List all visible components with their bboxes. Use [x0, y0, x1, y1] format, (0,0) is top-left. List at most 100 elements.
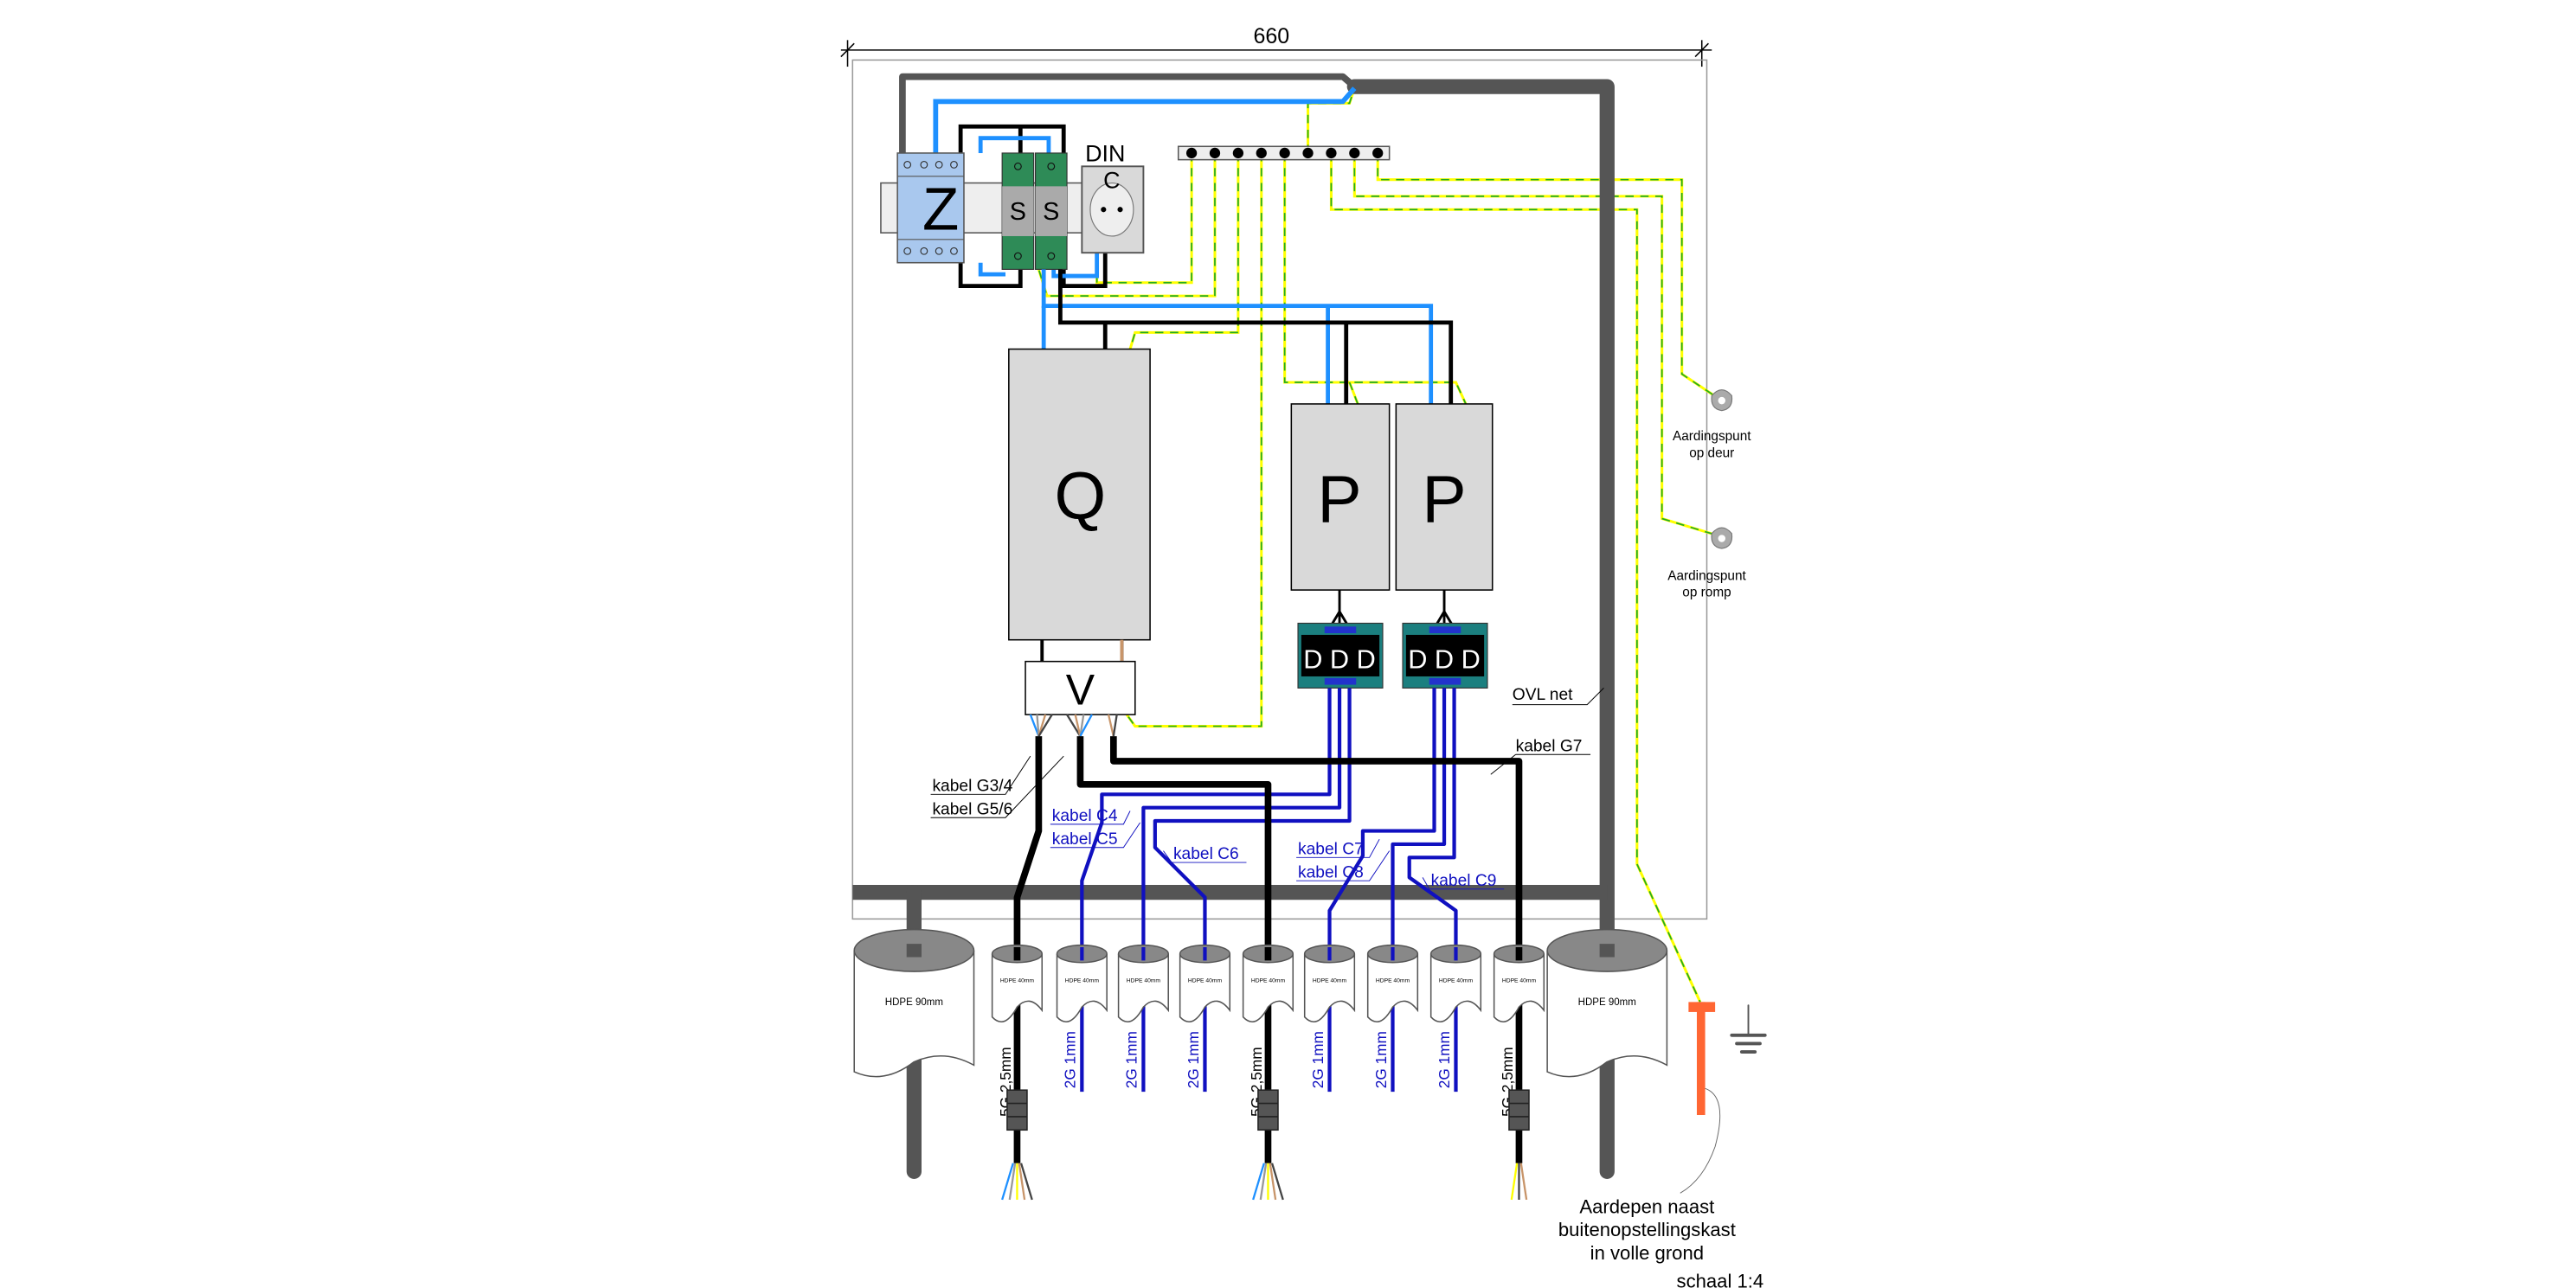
grounding-point-hull-icon	[1711, 527, 1733, 549]
dmodule-2-d2: D	[1435, 644, 1454, 674]
duct-label: HDPE 40mm	[1065, 978, 1100, 984]
label-kabel-c7: kabel C7	[1298, 840, 1364, 858]
cable-connector	[1508, 1089, 1530, 1201]
duct-label: HDPE 90mm	[1578, 997, 1636, 1008]
cable-connector	[1001, 1089, 1033, 1201]
dimension-line	[840, 40, 1712, 67]
earth-wire	[1125, 152, 1263, 728]
label-kabel-g7: kabel G7	[1516, 737, 1583, 755]
conductor	[1019, 1163, 1033, 1201]
label-grounding-door-1: Aardingspunt	[1673, 429, 1751, 444]
dmodule-1-d2: D	[1330, 644, 1349, 674]
cable-c7	[1327, 688, 1436, 1093]
cable-size-label: 2G 1mm	[1372, 1031, 1390, 1088]
conductor	[1269, 1163, 1277, 1201]
bus-terminal	[1232, 147, 1244, 159]
controller-q: Q	[1008, 348, 1151, 641]
power-supply-p1: P	[1290, 403, 1391, 591]
earth-bus-bar	[1177, 145, 1391, 161]
duct-label: HDPE 40mm	[1251, 978, 1286, 984]
conductor	[1001, 1163, 1014, 1201]
cable-size-label: 2G 1mm	[1309, 1031, 1327, 1088]
earth-wire	[1329, 152, 1702, 1003]
duct-label: HDPE 40mm	[1127, 978, 1161, 984]
conductor	[1510, 1163, 1519, 1201]
cable-size-label: 2G 1mm	[1062, 1031, 1079, 1088]
bus-terminal	[1326, 147, 1337, 159]
dimension-width-label: 660	[1253, 24, 1289, 48]
duct-label: HDPE 40mm	[1313, 978, 1347, 984]
earth-wire	[1283, 152, 1468, 405]
earth-rod-note-2: buitenopstellingskast	[1558, 1219, 1736, 1240]
label-grounding-door-2: op deur	[1689, 445, 1734, 460]
cable-size-label: 2G 1mm	[1185, 1031, 1202, 1088]
earth-wire	[1352, 152, 1718, 537]
socket-c-label: C	[1103, 167, 1120, 193]
label-kabel-c5: kabel C5	[1052, 830, 1118, 849]
cable-c9	[1407, 688, 1458, 1093]
duct-large-left: HDPE 90mm	[853, 928, 975, 1078]
conductor	[1259, 1163, 1268, 1201]
leader-lines	[930, 688, 1604, 818]
distributor-v-label: V	[1066, 666, 1095, 714]
grounding-point-door-icon	[1711, 389, 1733, 412]
power-supply-p1-label: P	[1317, 462, 1361, 536]
q-to-v-wires	[1040, 639, 1124, 662]
conductor	[1270, 1163, 1284, 1201]
cable-c6	[1153, 688, 1352, 1093]
din-label: DIN	[1085, 141, 1125, 167]
earth-rod-leader	[1680, 1087, 1721, 1194]
cable-c4	[1080, 688, 1332, 1093]
bus-terminal	[1256, 147, 1267, 159]
power-supply-p2: P	[1395, 403, 1494, 591]
cable-size-label: 2G 1mm	[1436, 1031, 1453, 1088]
dmodule-2-d1: D	[1408, 644, 1427, 674]
label-kabel-g56: kabel G5/6	[932, 800, 1012, 818]
earth-wires	[1037, 87, 1718, 1003]
dmodule-1-d3: D	[1357, 644, 1376, 674]
label-kabel-g34: kabel G3/4	[932, 777, 1012, 795]
duct-small: HDPE 40mm	[1366, 944, 1419, 1023]
cable-connector	[1252, 1089, 1284, 1201]
distribution-wiring	[1041, 269, 1454, 404]
dmodule-1: D D D	[1297, 622, 1384, 689]
breaker-z-label: Z	[922, 175, 959, 242]
bus-terminal	[1209, 147, 1221, 159]
power-supply-p2-label: P	[1422, 462, 1466, 536]
earth-rod	[1688, 1002, 1716, 1116]
controller-q-label: Q	[1055, 458, 1107, 533]
cable-size-label: 2G 1mm	[1123, 1031, 1140, 1088]
duct-small: HDPE 40mm	[1242, 944, 1294, 1023]
duct-label: HDPE 40mm	[1376, 978, 1410, 984]
label-kabel-c8: kabel C8	[1298, 863, 1364, 881]
switch-s1: S	[1001, 152, 1035, 270]
switch-s2: S	[1034, 152, 1068, 270]
breaker-switch-wiring	[958, 124, 1108, 289]
duct-label: HDPE 40mm	[1502, 978, 1537, 984]
ground-symbol-icon	[1730, 1004, 1767, 1054]
scale-label: schaal 1:4	[1677, 1271, 1764, 1288]
label-kabel-c9: kabel C9	[1431, 872, 1497, 890]
dmodule-1-d1: D	[1303, 644, 1322, 674]
duct-label: HDPE 90mm	[885, 997, 943, 1008]
cable-g34	[1013, 736, 1043, 1163]
conductor	[1008, 1163, 1017, 1201]
label-kabel-c4: kabel C4	[1052, 807, 1118, 825]
duct-label: HDPE 40mm	[1188, 978, 1223, 984]
earth-wire	[1348, 381, 1359, 405]
leader-lines-blue	[1050, 811, 1505, 890]
neutral-feed-wire	[933, 87, 1357, 155]
enclosure-outline	[851, 59, 1708, 920]
earth-wire	[1376, 152, 1718, 399]
label-grounding-hull-1: Aardingspunt	[1667, 569, 1746, 584]
bus-terminal	[1349, 147, 1360, 159]
conductor	[1519, 1163, 1528, 1201]
switch-s1-label: S	[1010, 198, 1026, 226]
socket-c: C	[1081, 165, 1145, 254]
earth-rod-note-3: in volle grond	[1590, 1242, 1704, 1264]
duct-label: HDPE 40mm	[1000, 978, 1035, 984]
duct-small: HDPE 40mm	[1429, 944, 1482, 1023]
v-outlet-wires	[1029, 714, 1118, 737]
